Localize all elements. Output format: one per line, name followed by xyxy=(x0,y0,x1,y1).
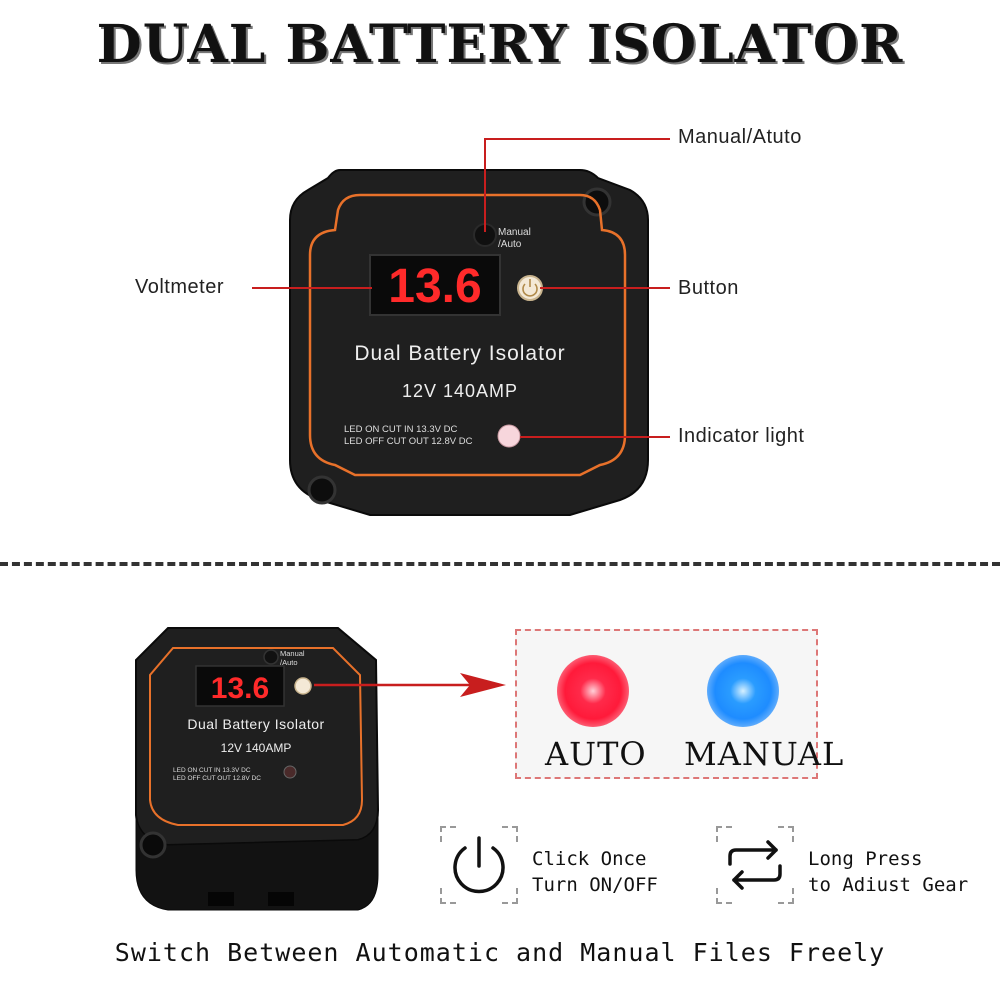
power-icon-box xyxy=(440,826,518,904)
swap-icon-box xyxy=(716,826,794,904)
leader-manual-auto xyxy=(484,138,486,232)
product-rating: 12V 140AMP xyxy=(402,381,518,401)
manual-auto-label: Manual xyxy=(498,227,531,238)
product-name: Dual Battery Isolator xyxy=(354,342,565,365)
page-title: DUAL BATTERY ISOLATOR xyxy=(96,14,904,75)
manual-auto-label-2: /Auto xyxy=(498,239,522,250)
leader-indicator xyxy=(520,436,670,438)
click-once-line1: Click Once xyxy=(532,848,647,870)
click-once-text: Click Once Turn ON/OFF xyxy=(532,846,658,898)
small-product-rating: 12V 140AMP xyxy=(221,741,292,755)
small-power-button[interactable] xyxy=(294,677,312,695)
long-press-text: Long Press to Adiust Gear xyxy=(808,846,968,898)
small-manual-auto-label-2: /Auto xyxy=(280,658,298,667)
indicator-light xyxy=(497,424,521,448)
isolator-device-small: Manual /Auto 13.6 Dual Battery Isolator … xyxy=(135,627,380,911)
leader-voltmeter xyxy=(252,287,372,289)
small-product-name: Dual Battery Isolator xyxy=(187,716,324,732)
long-press-line2: to Adiust Gear xyxy=(808,874,969,896)
small-voltage-display: 13.6 xyxy=(211,672,269,705)
led-on-text: LED ON CUT IN 13.3V DC xyxy=(344,424,457,435)
callout-indicator: Indicator light xyxy=(678,425,805,447)
leader-manual-auto-h xyxy=(484,138,670,140)
mode-indicator-panel: AUTO MANUAL xyxy=(515,629,843,779)
led-off-text: LED OFF CUT OUT 12.8V DC xyxy=(344,436,473,447)
footer-caption: Switch Between Automatic and Manual File… xyxy=(114,938,886,967)
leader-button xyxy=(540,287,670,289)
small-led-off-text: LED OFF CUT OUT 12.8V DC xyxy=(173,775,261,782)
click-once-line2: Turn ON/OFF xyxy=(532,874,658,896)
auto-mode-label: AUTO xyxy=(545,735,647,773)
arrow-right-icon xyxy=(314,673,506,697)
callout-manual-auto: Manual/Atuto xyxy=(678,126,802,148)
small-manual-auto-label: Manual xyxy=(280,649,305,658)
long-press-line1: Long Press xyxy=(808,848,923,870)
section-divider xyxy=(0,562,1000,566)
isolator-device-large: Manual /Auto 13.6 Dual Battery Isolator … xyxy=(289,169,649,516)
voltage-display: 13.6 xyxy=(388,260,481,313)
small-led-on-text: LED ON CUT IN 13.3V DC xyxy=(173,767,251,774)
small-indicator-light xyxy=(283,765,297,779)
callout-voltmeter: Voltmeter xyxy=(135,276,224,298)
auto-indicator-dot xyxy=(557,655,629,727)
power-icon xyxy=(453,836,505,894)
manual-indicator-dot xyxy=(707,655,779,727)
swap-arrows-icon xyxy=(728,840,782,890)
callout-button: Button xyxy=(678,277,739,299)
manual-mode-label: MANUAL xyxy=(684,735,845,773)
